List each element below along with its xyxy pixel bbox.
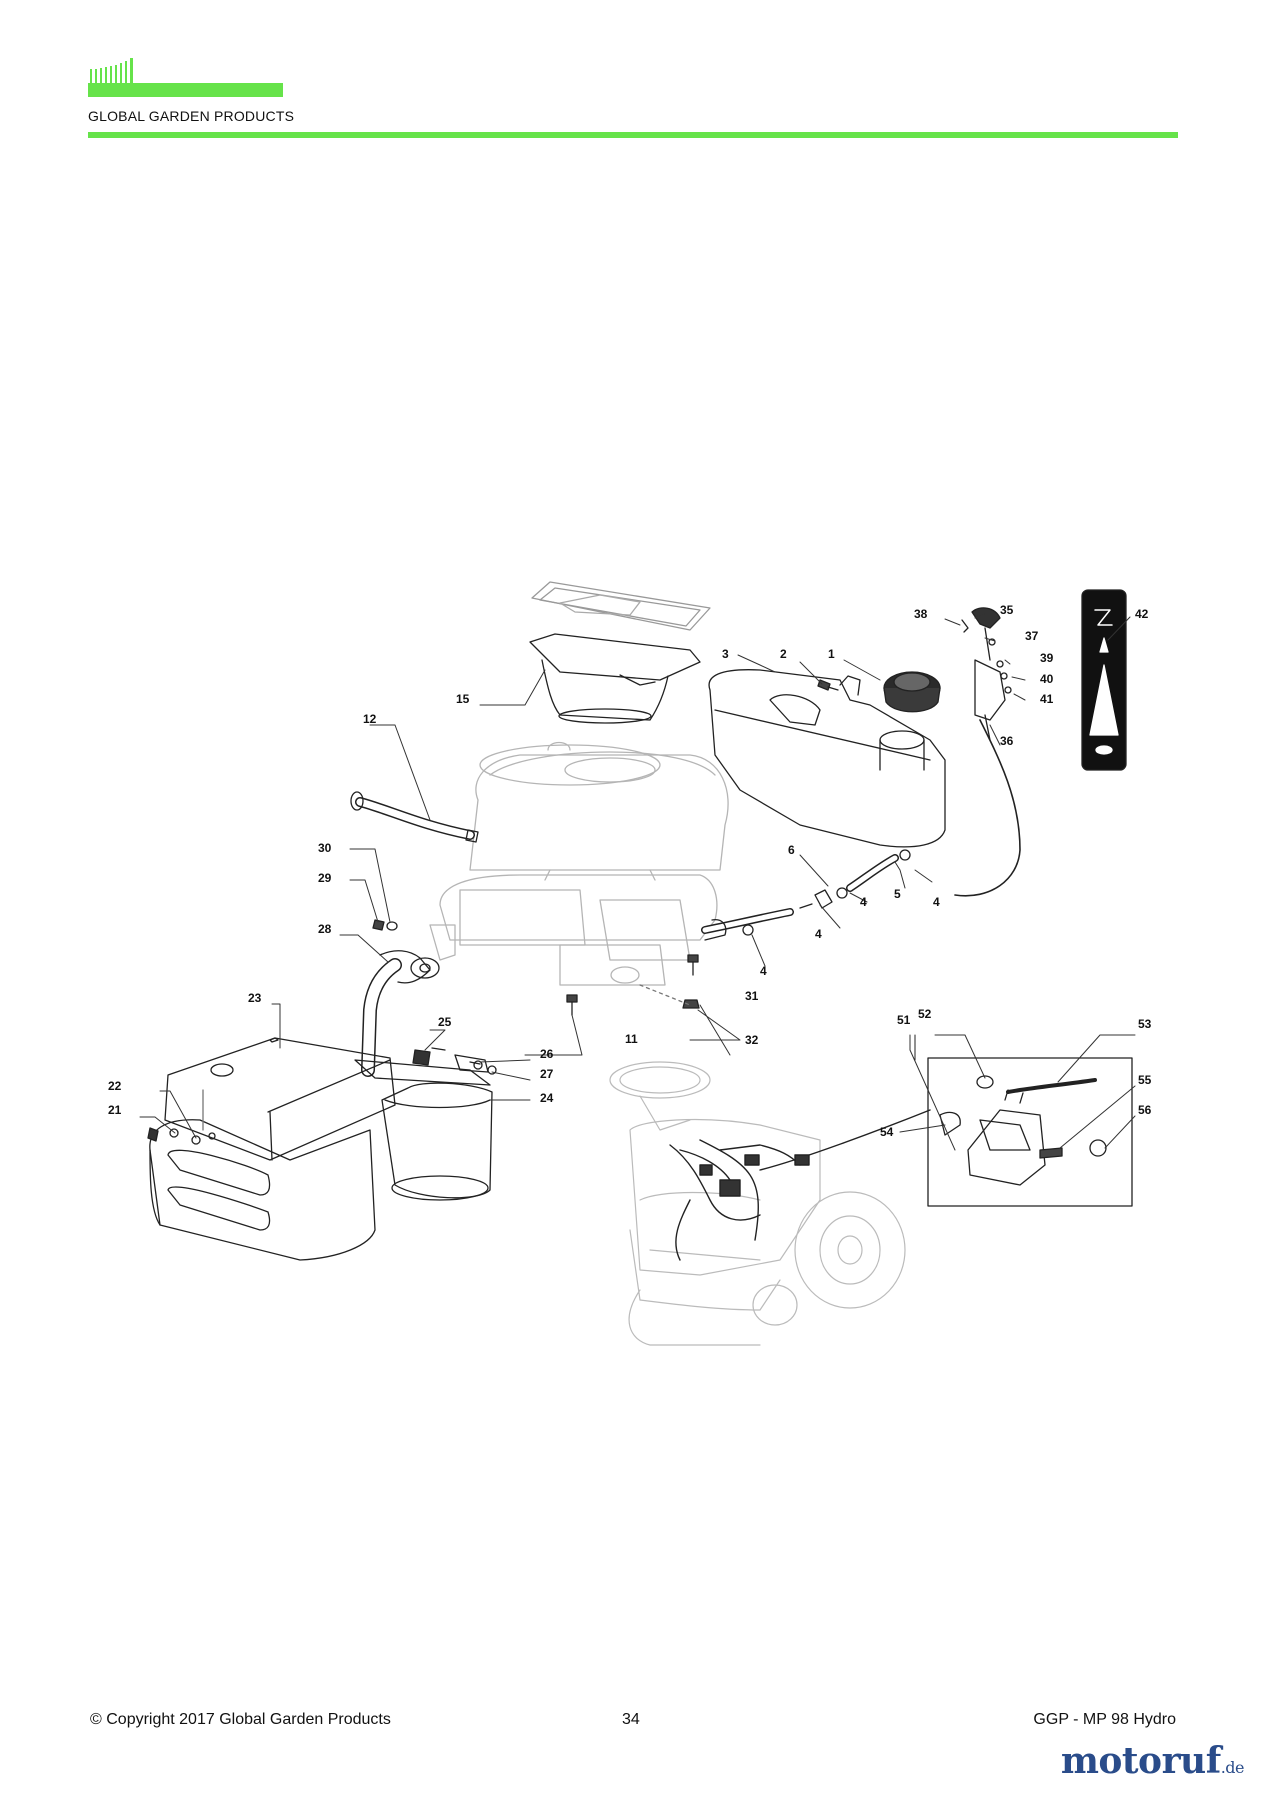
callout-54: 54 bbox=[880, 1125, 894, 1139]
callout-32: 32 bbox=[745, 1033, 759, 1047]
callout-labels: 1 2 3 4 4 4 4 5 6 11 12 15 21 22 23 24 2… bbox=[108, 603, 1152, 1139]
callout-53: 53 bbox=[1138, 1017, 1152, 1031]
callout-4b: 4 bbox=[860, 895, 867, 909]
callout-4c: 4 bbox=[815, 927, 822, 941]
callout-35: 35 bbox=[1000, 603, 1014, 617]
fuel-cap bbox=[883, 671, 941, 713]
callout-31: 31 bbox=[745, 989, 759, 1003]
callout-56: 56 bbox=[1138, 1103, 1152, 1117]
muffler-guard bbox=[147, 1037, 396, 1261]
engine-block bbox=[429, 741, 729, 986]
callout-39: 39 bbox=[1040, 651, 1054, 665]
callout-22: 22 bbox=[108, 1079, 122, 1093]
engine-bolts bbox=[566, 954, 700, 1016]
copyright-text: © Copyright 2017 Global Garden Products bbox=[90, 1711, 391, 1728]
callout-30: 30 bbox=[318, 841, 332, 855]
tractor-wiring bbox=[609, 1061, 906, 1346]
watermark-tld: .de bbox=[1220, 1758, 1245, 1777]
callout-52: 52 bbox=[918, 1007, 932, 1021]
throttle-decal bbox=[1081, 589, 1127, 771]
exhaust-pipe bbox=[361, 919, 440, 1077]
callout-23: 23 bbox=[248, 991, 262, 1005]
page-number: 34 bbox=[622, 1711, 640, 1728]
watermark-logo: motoruf.de bbox=[1060, 1740, 1245, 1782]
callout-25: 25 bbox=[438, 1015, 452, 1029]
callout-2: 2 bbox=[780, 647, 787, 661]
air-filter-housing bbox=[529, 581, 711, 724]
callout-28: 28 bbox=[318, 922, 332, 936]
callout-5: 5 bbox=[894, 887, 901, 901]
callout-55: 55 bbox=[1138, 1073, 1152, 1087]
callout-4a: 4 bbox=[933, 895, 940, 909]
callout-3: 3 bbox=[722, 647, 729, 661]
callout-26: 26 bbox=[540, 1047, 554, 1061]
callout-38: 38 bbox=[914, 607, 928, 621]
callout-36: 36 bbox=[1000, 734, 1014, 748]
callout-29: 29 bbox=[318, 871, 332, 885]
fuel-tank bbox=[708, 669, 946, 848]
callout-37: 37 bbox=[1025, 629, 1039, 643]
model-name: GGP - MP 98 Hydro bbox=[1033, 1711, 1176, 1728]
callout-27: 27 bbox=[540, 1067, 554, 1081]
throttle-assembly bbox=[954, 607, 1021, 897]
callout-4d: 4 bbox=[760, 964, 767, 978]
callout-41: 41 bbox=[1040, 692, 1054, 706]
logo-icon bbox=[88, 58, 283, 97]
callout-12: 12 bbox=[363, 712, 377, 726]
callout-21: 21 bbox=[108, 1103, 122, 1117]
muffler bbox=[354, 1047, 497, 1201]
callout-40: 40 bbox=[1040, 672, 1054, 686]
callout-15: 15 bbox=[456, 692, 470, 706]
leader-lines bbox=[139, 613, 1136, 1151]
page-header: GLOBAL GARDEN PRODUCTS bbox=[88, 55, 1178, 139]
callout-51: 51 bbox=[897, 1013, 911, 1027]
brand-name: GLOBAL GARDEN PRODUCTS bbox=[88, 108, 295, 124]
fuel-line bbox=[701, 849, 911, 941]
callout-6: 6 bbox=[788, 843, 795, 857]
callout-11: 11 bbox=[625, 1032, 638, 1046]
header-rule bbox=[88, 132, 1178, 138]
callout-1: 1 bbox=[828, 647, 835, 661]
breather-hose bbox=[350, 791, 479, 843]
wiring-harness bbox=[669, 1109, 931, 1261]
watermark-name: motoruf bbox=[1060, 1740, 1221, 1782]
relay-detail-box bbox=[927, 1057, 1133, 1207]
screw-2 bbox=[817, 679, 839, 691]
callout-42: 42 bbox=[1135, 607, 1149, 621]
callout-24: 24 bbox=[540, 1091, 554, 1105]
